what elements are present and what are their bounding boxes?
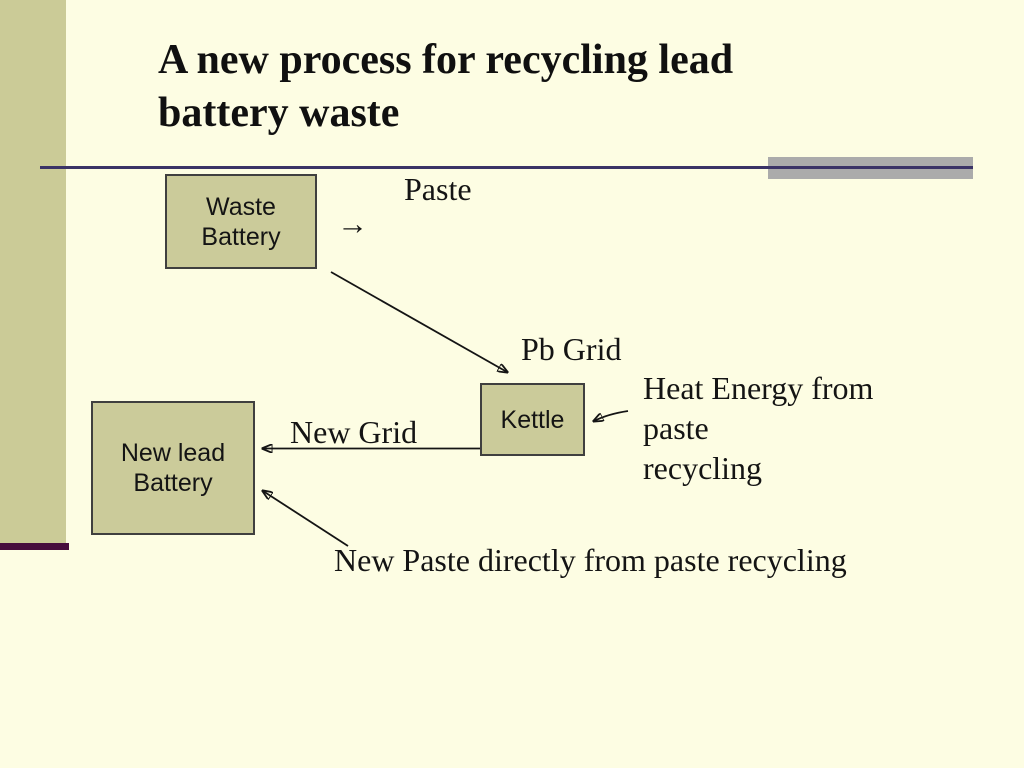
- heat-energy-label-line-1: Heat Energy from: [643, 370, 874, 406]
- title-line-2: battery waste: [158, 90, 400, 136]
- kettle-label: Kettle: [500, 405, 565, 434]
- kettle-box: Kettle: [480, 383, 585, 456]
- heat-energy-label: Heat Energy from paste recycling: [643, 368, 873, 488]
- paste-arrow-glyph-icon: →: [337, 206, 368, 241]
- new-paste-label: New Paste directly from paste recycling: [334, 542, 847, 578]
- sidebar-bar: [0, 0, 66, 543]
- waste-battery-box: Waste Battery: [165, 174, 317, 269]
- waste-battery-label-line-2: Battery: [201, 222, 281, 251]
- new-lead-battery-label-line-2: Battery: [133, 469, 213, 497]
- heat-energy-label-line-3: recycling: [643, 450, 763, 486]
- arrow-new-paste-to-new-lead-battery: [263, 491, 349, 547]
- horizontal-rule: [40, 166, 973, 169]
- arrow-waste-battery-to-kettle: [330, 271, 507, 372]
- waste-battery-label-line-1: Waste: [206, 192, 276, 221]
- new-lead-battery-box: New lead Battery: [91, 401, 255, 535]
- pb-grid-label: Pb Grid: [521, 331, 622, 367]
- title-line-1: A new process for recycling lead: [158, 37, 734, 83]
- new-grid-label: New Grid: [290, 414, 418, 450]
- heat-energy-label-line-2: paste: [643, 410, 709, 446]
- new-lead-battery-label-line-1: New lead: [120, 439, 226, 467]
- slide-title: A new process for recycling lead battery…: [158, 34, 878, 140]
- arrow-heat-energy-to-kettle: [594, 410, 629, 421]
- paste-label: Paste: [404, 171, 472, 207]
- sidebar-underline: [0, 543, 69, 550]
